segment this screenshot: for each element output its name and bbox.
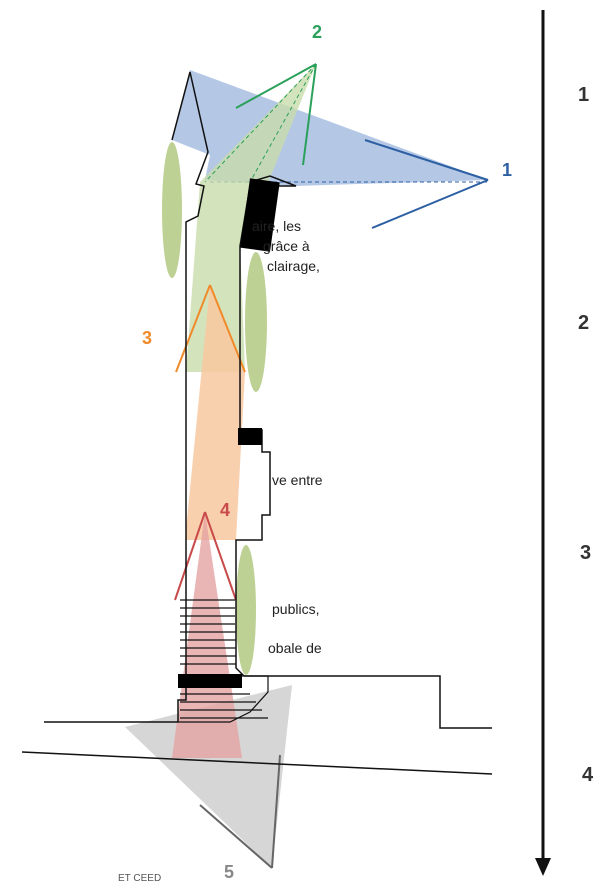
zone-4-cone: [172, 512, 242, 758]
zone-3-label: 3: [142, 328, 153, 348]
building-left-wall: [171, 71, 209, 722]
sidewalk-line: [21, 751, 493, 775]
right-ground-line: [244, 675, 492, 729]
zone-1-label: 1: [502, 160, 513, 180]
zone-3-cone: [185, 285, 245, 540]
ground-slab: [178, 674, 242, 688]
zone-5-line-2: [271, 754, 281, 869]
zone-3-line-a: [175, 284, 211, 373]
balcony-block-top: [240, 178, 280, 252]
zone-2-label: 2: [312, 22, 323, 42]
footer-fragment: ET CEED: [118, 873, 162, 884]
zone-2-line-b: [302, 63, 317, 166]
text-fragment: publics,: [272, 601, 320, 617]
zone-4-label: 4: [220, 500, 231, 520]
balcony-block-mid: [238, 428, 262, 445]
building-right-wall: [235, 175, 297, 677]
zone-5-label: 5: [224, 862, 235, 882]
stairs: [178, 599, 269, 723]
scale-label-4: 4: [582, 764, 594, 786]
scale-label-2: 2: [578, 312, 590, 334]
tree-bottom-right: [236, 545, 256, 675]
zone-4-line-b: [204, 511, 237, 601]
zone-5-cone: [125, 685, 292, 868]
zone-2-dashed-a: [204, 63, 317, 183]
zone-1-lower-line: [371, 179, 489, 229]
scale-arrowhead: [535, 858, 551, 876]
zone-2-cone: [186, 64, 316, 372]
zone-1-upper-line: [364, 139, 489, 181]
tree-mid-right: [245, 252, 267, 392]
zone-2-line-a: [235, 63, 317, 109]
tree-top-left: [162, 142, 182, 278]
zone-5-line: [199, 804, 273, 869]
zone-3-line-b: [209, 284, 246, 373]
text-fragment: grâce à: [263, 238, 310, 254]
text-fragment: ve entre: [272, 472, 323, 488]
scale-label-1: 1: [578, 84, 590, 106]
text-fragment: obale de: [268, 640, 322, 656]
zone-4-line-a: [174, 511, 206, 601]
zone-2-dashed-b: [249, 63, 317, 183]
text-fragment: clairage,: [267, 258, 320, 274]
text-fragment: aire, les: [252, 218, 302, 234]
scale-label-3: 3: [580, 542, 592, 564]
